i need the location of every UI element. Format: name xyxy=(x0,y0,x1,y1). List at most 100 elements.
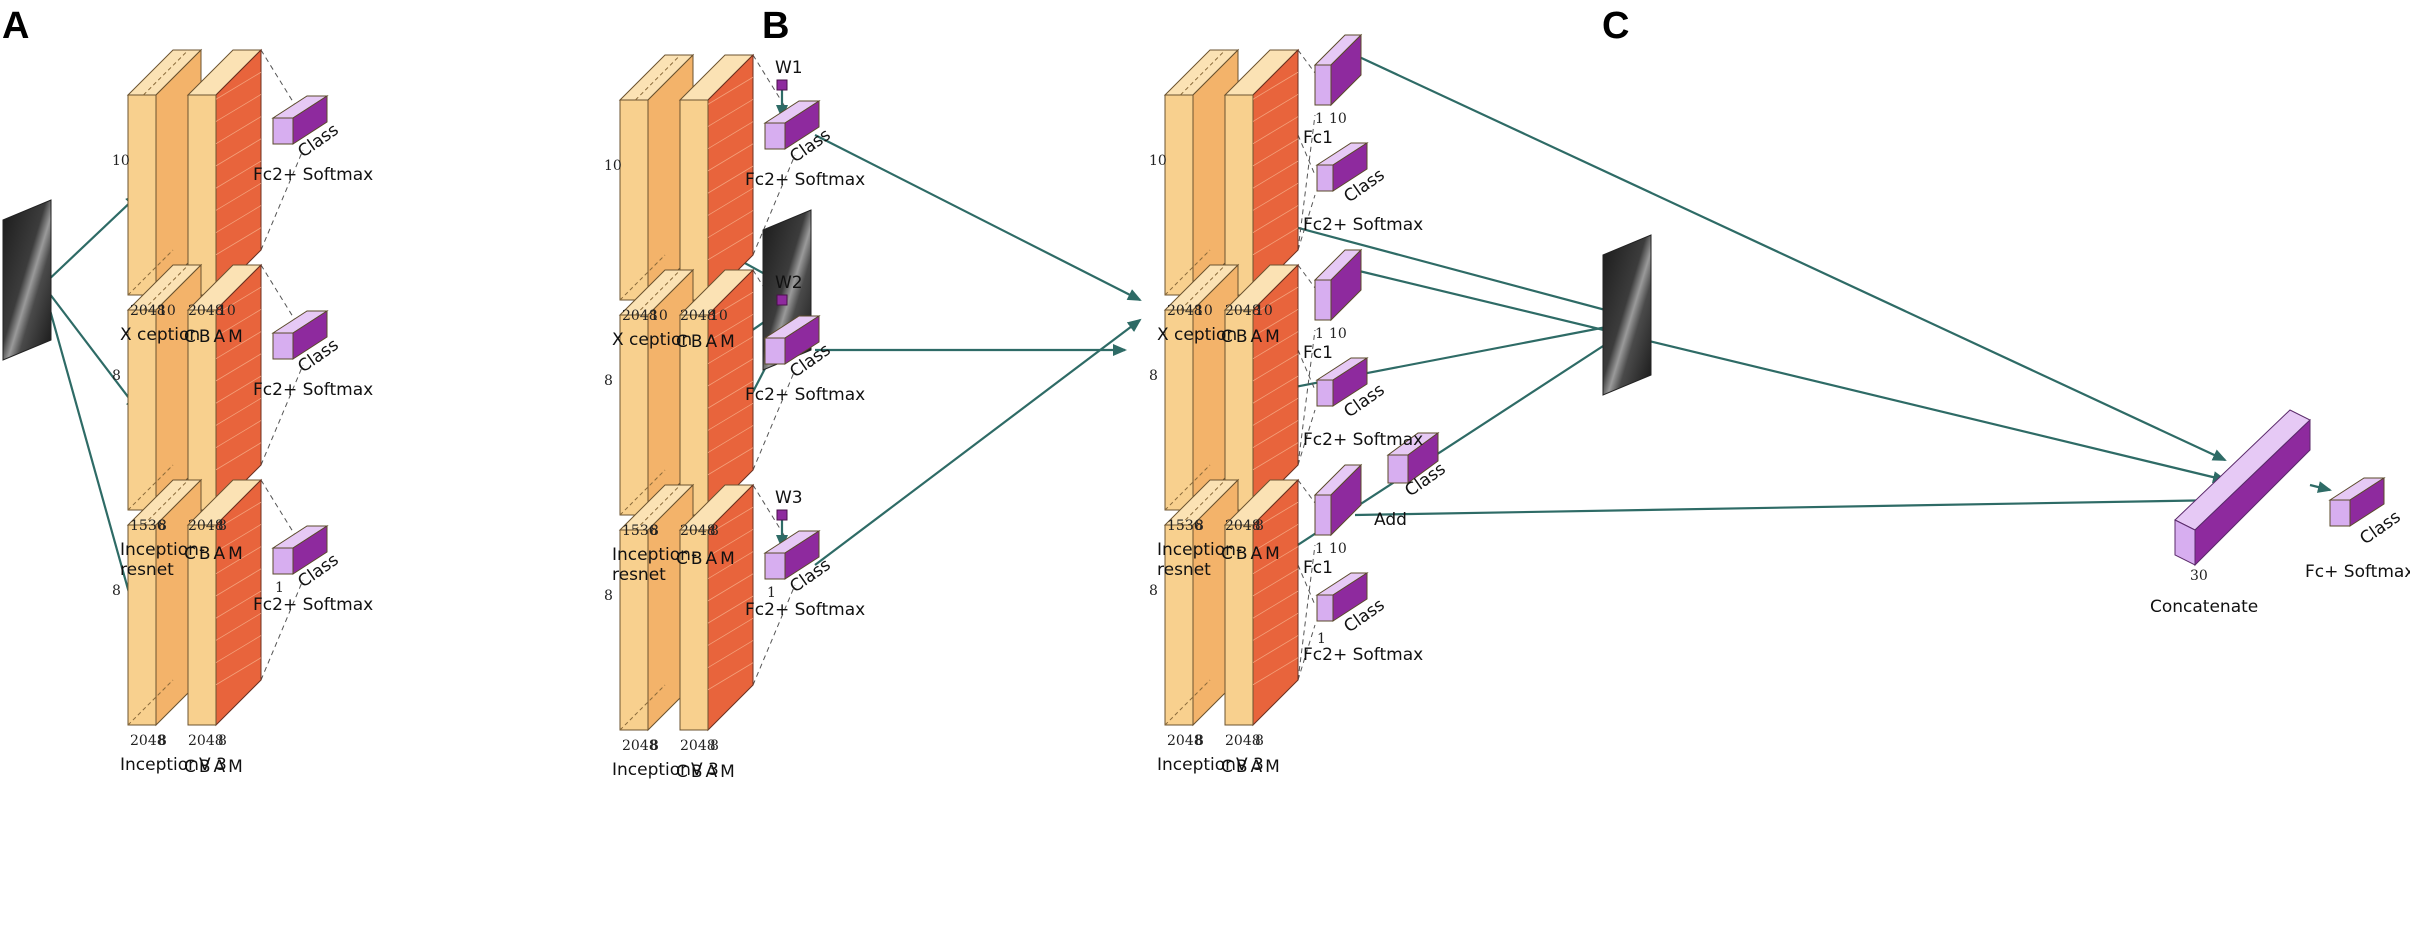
fc-softmax-block xyxy=(271,95,329,145)
projection-line xyxy=(1297,409,1316,466)
cbam-block xyxy=(1223,48,1300,297)
final-fc-block xyxy=(2328,477,2386,527)
cbam-channels-label: 2048 xyxy=(188,733,224,749)
fc-softmax-label: Fc2+ Softmax xyxy=(745,600,865,620)
fc1-label: Fc1 xyxy=(1303,128,1333,148)
weight-label: W1 xyxy=(775,58,803,78)
cbam-width-label: 8 xyxy=(218,518,227,534)
cbam-name-label: CBAM xyxy=(676,762,738,782)
dim-width-label: 8 xyxy=(158,518,167,534)
dim-height-label: 10 xyxy=(604,158,622,174)
dim-width-label: 8 xyxy=(1195,518,1204,534)
dim-channels-label: 2048 xyxy=(1167,733,1203,749)
cbam-channels-label: 2048 xyxy=(188,518,224,534)
dim-height-label: 8 xyxy=(604,373,613,389)
to-add-arrow xyxy=(814,134,1142,301)
fc1-label: Fc1 xyxy=(1303,343,1333,363)
input-arrow xyxy=(42,193,140,286)
concatenate-block xyxy=(2174,409,2311,567)
cbam-block xyxy=(678,268,755,517)
dim-width-label: 10 xyxy=(158,303,176,319)
dim-width-label: 10 xyxy=(650,308,668,324)
weight-node xyxy=(776,79,788,91)
concat-to-final-arrow xyxy=(2309,481,2332,493)
backbone-name-label: resnet xyxy=(612,565,666,585)
fc-one-dim-label: 1 xyxy=(1317,631,1326,647)
backbone-name-label: Inception- xyxy=(120,540,205,560)
to-concat-arrow xyxy=(1354,494,2227,517)
backbone-name-label: X ception xyxy=(120,325,200,345)
cbam-block xyxy=(186,48,263,297)
dim-width-label: 10 xyxy=(1195,303,1213,319)
cbam-block xyxy=(186,263,263,512)
projection-line xyxy=(260,579,304,681)
weight-label: W3 xyxy=(775,488,803,508)
fc-softmax-label: Fc2+ Softmax xyxy=(745,385,865,405)
add-block xyxy=(1386,432,1440,484)
weight-label: W2 xyxy=(775,273,803,293)
fc1-block xyxy=(1313,463,1363,537)
fc2-block xyxy=(1315,357,1369,407)
cbam-width-label: 8 xyxy=(710,523,719,539)
projection-line xyxy=(1297,329,1316,466)
backbone-name-label: resnet xyxy=(120,560,174,580)
fc1-dim-label: 1 xyxy=(1315,326,1324,342)
panel-letter-b: B xyxy=(762,5,789,47)
projection-line xyxy=(1297,544,1316,681)
projection-line xyxy=(752,154,796,256)
dim-width-label: 8 xyxy=(158,733,167,749)
cbam-name-label: CBAM xyxy=(676,332,738,352)
fc-softmax-label: Fc2+ Softmax xyxy=(1303,645,1423,665)
cbam-width-label: 10 xyxy=(710,308,728,324)
dim-height-label: 8 xyxy=(1149,368,1158,384)
dim-channels-label: 1536 xyxy=(130,518,166,534)
projection-line xyxy=(752,369,796,471)
dim-height-label: 8 xyxy=(112,368,121,384)
dim-width-label: 8 xyxy=(650,738,659,754)
weight-node xyxy=(776,294,788,306)
dim-channels-label: 2048 xyxy=(622,308,658,324)
projection-line xyxy=(1297,564,1316,606)
input-arrow xyxy=(41,284,141,627)
projection-line xyxy=(1297,49,1316,74)
cbam-width-label: 8 xyxy=(218,733,227,749)
fc-softmax-block xyxy=(271,310,329,360)
cbam-channels-label: 2048 xyxy=(680,308,716,324)
concatenate-label: Concatenate xyxy=(2150,597,2258,617)
cbam-width-label: 8 xyxy=(1255,733,1264,749)
cbam-name-label: CBAM xyxy=(184,757,246,777)
fc-softmax-block xyxy=(271,525,329,575)
final-fc-label: Fc+ Softmax xyxy=(2305,562,2410,582)
cbam-width-label: 10 xyxy=(218,303,236,319)
dim-height-label: 10 xyxy=(1149,153,1167,169)
fc-softmax-label: Fc2+ Softmax xyxy=(253,595,373,615)
dim-height-label: 8 xyxy=(1149,583,1158,599)
fc-one-dim-label: 1 xyxy=(275,580,284,596)
backbone-name-label: X ception xyxy=(612,330,692,350)
cbam-block xyxy=(186,478,263,727)
to-concat-arrow xyxy=(1354,54,2227,461)
cbam-channels-label: 2048 xyxy=(680,523,716,539)
to-concat-arrow xyxy=(1354,268,2227,484)
panel-letter-c: C xyxy=(1602,5,1629,47)
weight-node xyxy=(776,509,788,521)
fc1-label: Fc1 xyxy=(1303,558,1333,578)
fc-softmax-block xyxy=(763,315,821,365)
backbone-name-label: X ception xyxy=(1157,325,1237,345)
fc-softmax-label: Fc2+ Softmax xyxy=(253,165,373,185)
fc1-dim-label: 1 xyxy=(1315,541,1324,557)
cbam-channels-label: 2048 xyxy=(1225,518,1261,534)
fc-one-dim-label: 1 xyxy=(767,585,776,601)
cbam-name-label: CBAM xyxy=(1221,544,1283,564)
dim-width-label: 8 xyxy=(650,523,659,539)
oct-input-image-a xyxy=(2,199,52,361)
fc-softmax-label: Fc2+ Softmax xyxy=(1303,215,1423,235)
fc1-dim-label: 10 xyxy=(1329,541,1347,557)
projection-line xyxy=(1297,624,1316,681)
projection-line xyxy=(1297,114,1316,251)
projection-line xyxy=(752,584,796,686)
backbone-name-label: Inception- xyxy=(612,545,697,565)
concat-dim-label: 30 xyxy=(2190,568,2208,584)
backbone-name-label: InceptionV 3 xyxy=(1157,755,1264,775)
dim-channels-label: 1536 xyxy=(1167,518,1203,534)
